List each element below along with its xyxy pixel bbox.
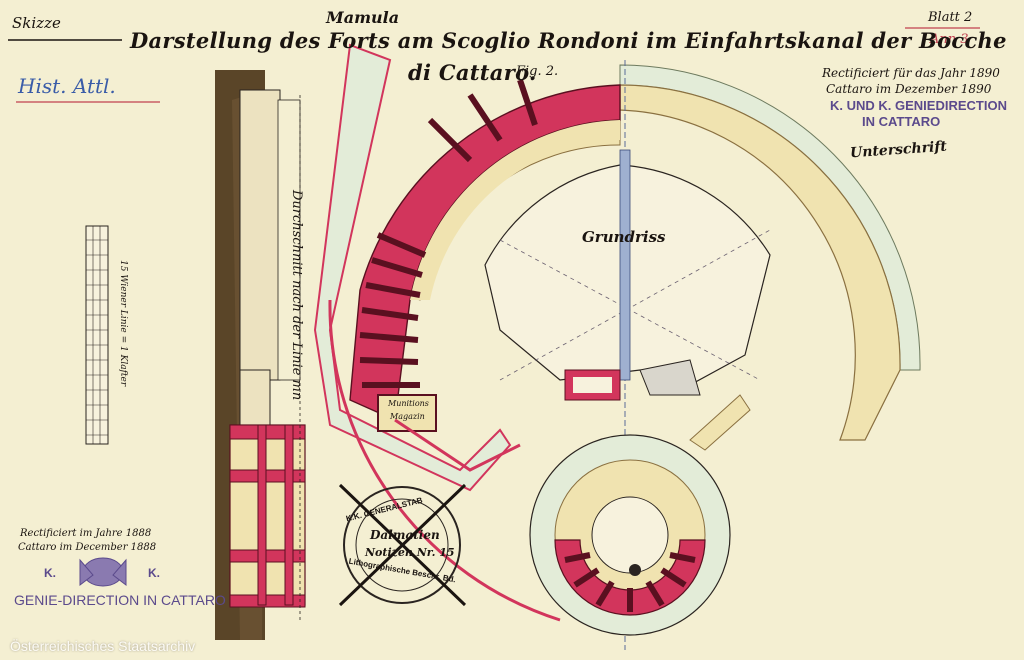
sheet-number: Blatt 2 (928, 10, 973, 25)
section-label: Durchschnitt nach der Linie mn (289, 190, 304, 401)
inserted-word: Mamula (326, 8, 400, 27)
stamp-k-right: K. (148, 566, 160, 580)
stamp-k-left: K. (44, 566, 56, 580)
plan-label: Grundriss (582, 228, 666, 246)
sheet-annotation: Ann 3 (930, 32, 969, 47)
title-line-1: Darstellung des Forts am Scoglio Rondoni… (130, 28, 1007, 53)
archive-note: Hist. Attl. (18, 74, 116, 98)
title-line-2: di Cattaro. (408, 60, 537, 85)
scale-label: 15 Wiener Linie = 1 Klafter (118, 260, 128, 387)
round-stamp-line-3: Notizen Nr. 15 (365, 546, 455, 559)
rectification-note-top: Rectificiert für das Jahr 1890 (822, 66, 1000, 80)
stamp-bottom-text: GENIE-DIRECTION IN CATTARO (14, 592, 226, 608)
figure-label: Fig. 2. (516, 64, 559, 79)
magazine-label: Magazin (390, 412, 425, 421)
skizze-label: Skizze (12, 14, 61, 32)
munitions-label: Munitions (388, 399, 429, 408)
round-stamp-line-2: Dalmatien (370, 528, 440, 542)
stamp-top-line-2: IN CATTARO (862, 114, 941, 129)
rectification-note-bottom: Rectificiert im Jahre 1888 (20, 528, 152, 539)
rectification-date-bottom: Cattaro im December 1888 (18, 542, 157, 553)
archive-watermark: Österreichisches Staatsarchiv (10, 638, 196, 654)
rectification-date-top: Cattaro im Dezember 1890 (826, 82, 992, 96)
stamp-top-line-1: K. UND K. GENIEDIRECTION (830, 98, 1007, 113)
